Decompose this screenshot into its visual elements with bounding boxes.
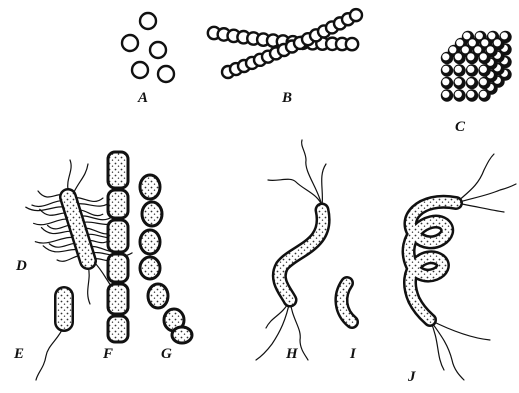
monotrichous-bacillus-e (36, 296, 64, 380)
label-b: B (281, 90, 292, 106)
coiled-spirillum-j (409, 154, 516, 380)
vibrio-i (341, 283, 352, 322)
label-h: H (285, 346, 299, 362)
label-f: F (102, 346, 113, 362)
streptococci-chains-b (208, 9, 362, 78)
cocci-cells-a (122, 13, 174, 82)
label-j: J (407, 369, 416, 385)
spirillum-h (256, 140, 326, 360)
label-a: A (137, 90, 148, 106)
bacilli-chain-g (140, 175, 192, 343)
label-i: I (349, 346, 357, 362)
label-d: D (15, 258, 27, 274)
label-c: C (455, 119, 466, 135)
sarcina-cube-c (441, 31, 512, 102)
streptobacilli-column-f (108, 152, 128, 342)
label-g: G (161, 346, 172, 362)
label-e: E (13, 346, 24, 362)
